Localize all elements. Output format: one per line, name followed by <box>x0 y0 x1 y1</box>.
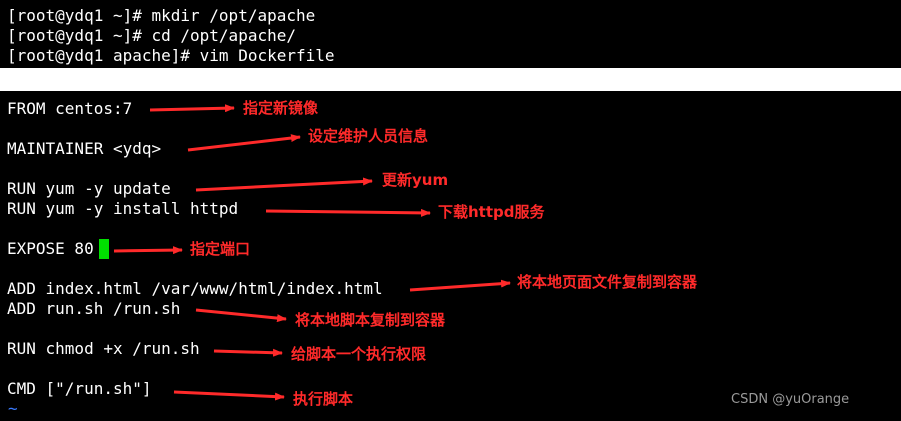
text-cursor <box>99 239 109 259</box>
arrow-run-chmod <box>213 348 283 357</box>
dockerfile-line-add-index: ADD index.html /var/www/html/index.html <box>7 279 383 298</box>
dockerfile-line-add-run: ADD run.sh /run.sh <box>7 299 181 318</box>
dockerfile-line-run-update: RUN yum -y update <box>7 179 171 198</box>
dockerfile-line-run-chmod: RUN chmod +x /run.sh <box>7 339 200 358</box>
annotation-run-install: 下载httpd服务 <box>438 203 545 221</box>
annotation-run-chmod: 给脚本一个执行权限 <box>291 345 427 363</box>
arrow-add-index <box>409 279 511 292</box>
arrow-add-run <box>195 308 287 323</box>
arrow-run-install <box>265 208 431 217</box>
annotation-maintainer: 设定维护人员信息 <box>308 127 429 145</box>
vim-empty-line-tilde: ~ <box>8 399 18 418</box>
shell-line-cd: [root@ydq1 ~]# cd /opt/apache/ <box>7 26 296 45</box>
annotation-add-run: 将本地脚本复制到容器 <box>295 311 446 329</box>
arrow-maintainer <box>187 134 301 152</box>
arrow-from <box>149 104 235 113</box>
annotation-add-index: 将本地页面文件复制到容器 <box>517 273 698 291</box>
arrow-run-update <box>195 177 373 192</box>
dockerfile-line-run-install: RUN yum -y install httpd <box>7 199 239 218</box>
dockerfile-line-maintainer: MAINTAINER <ydq> <box>7 139 162 158</box>
csdn-watermark: CSDN @yuOrange <box>731 392 850 407</box>
dockerfile-line-cmd: CMD ["/run.sh"] <box>7 379 152 398</box>
shell-line-mkdir: [root@ydq1 ~]# mkdir /opt/apache <box>7 6 316 25</box>
shell-line-vim: [root@ydq1 apache]# vim Dockerfile <box>7 46 335 65</box>
dockerfile-line-expose: EXPOSE 80 <box>7 239 94 258</box>
arrow-cmd <box>173 390 285 401</box>
annotation-run-update: 更新yum <box>382 171 449 189</box>
annotation-cmd: 执行脚本 <box>293 390 354 408</box>
arrow-expose <box>113 246 183 255</box>
shell-terminal[interactable]: [root@ydq1 ~]# mkdir /opt/apache [root@y… <box>0 0 901 68</box>
annotation-from: 指定新镜像 <box>243 99 319 117</box>
vim-editor[interactable]: FROM centos:7 MAINTAINER <ydq> RUN yum -… <box>0 91 901 421</box>
dockerfile-line-from: FROM centos:7 <box>7 99 133 118</box>
annotation-expose: 指定端口 <box>190 240 251 258</box>
